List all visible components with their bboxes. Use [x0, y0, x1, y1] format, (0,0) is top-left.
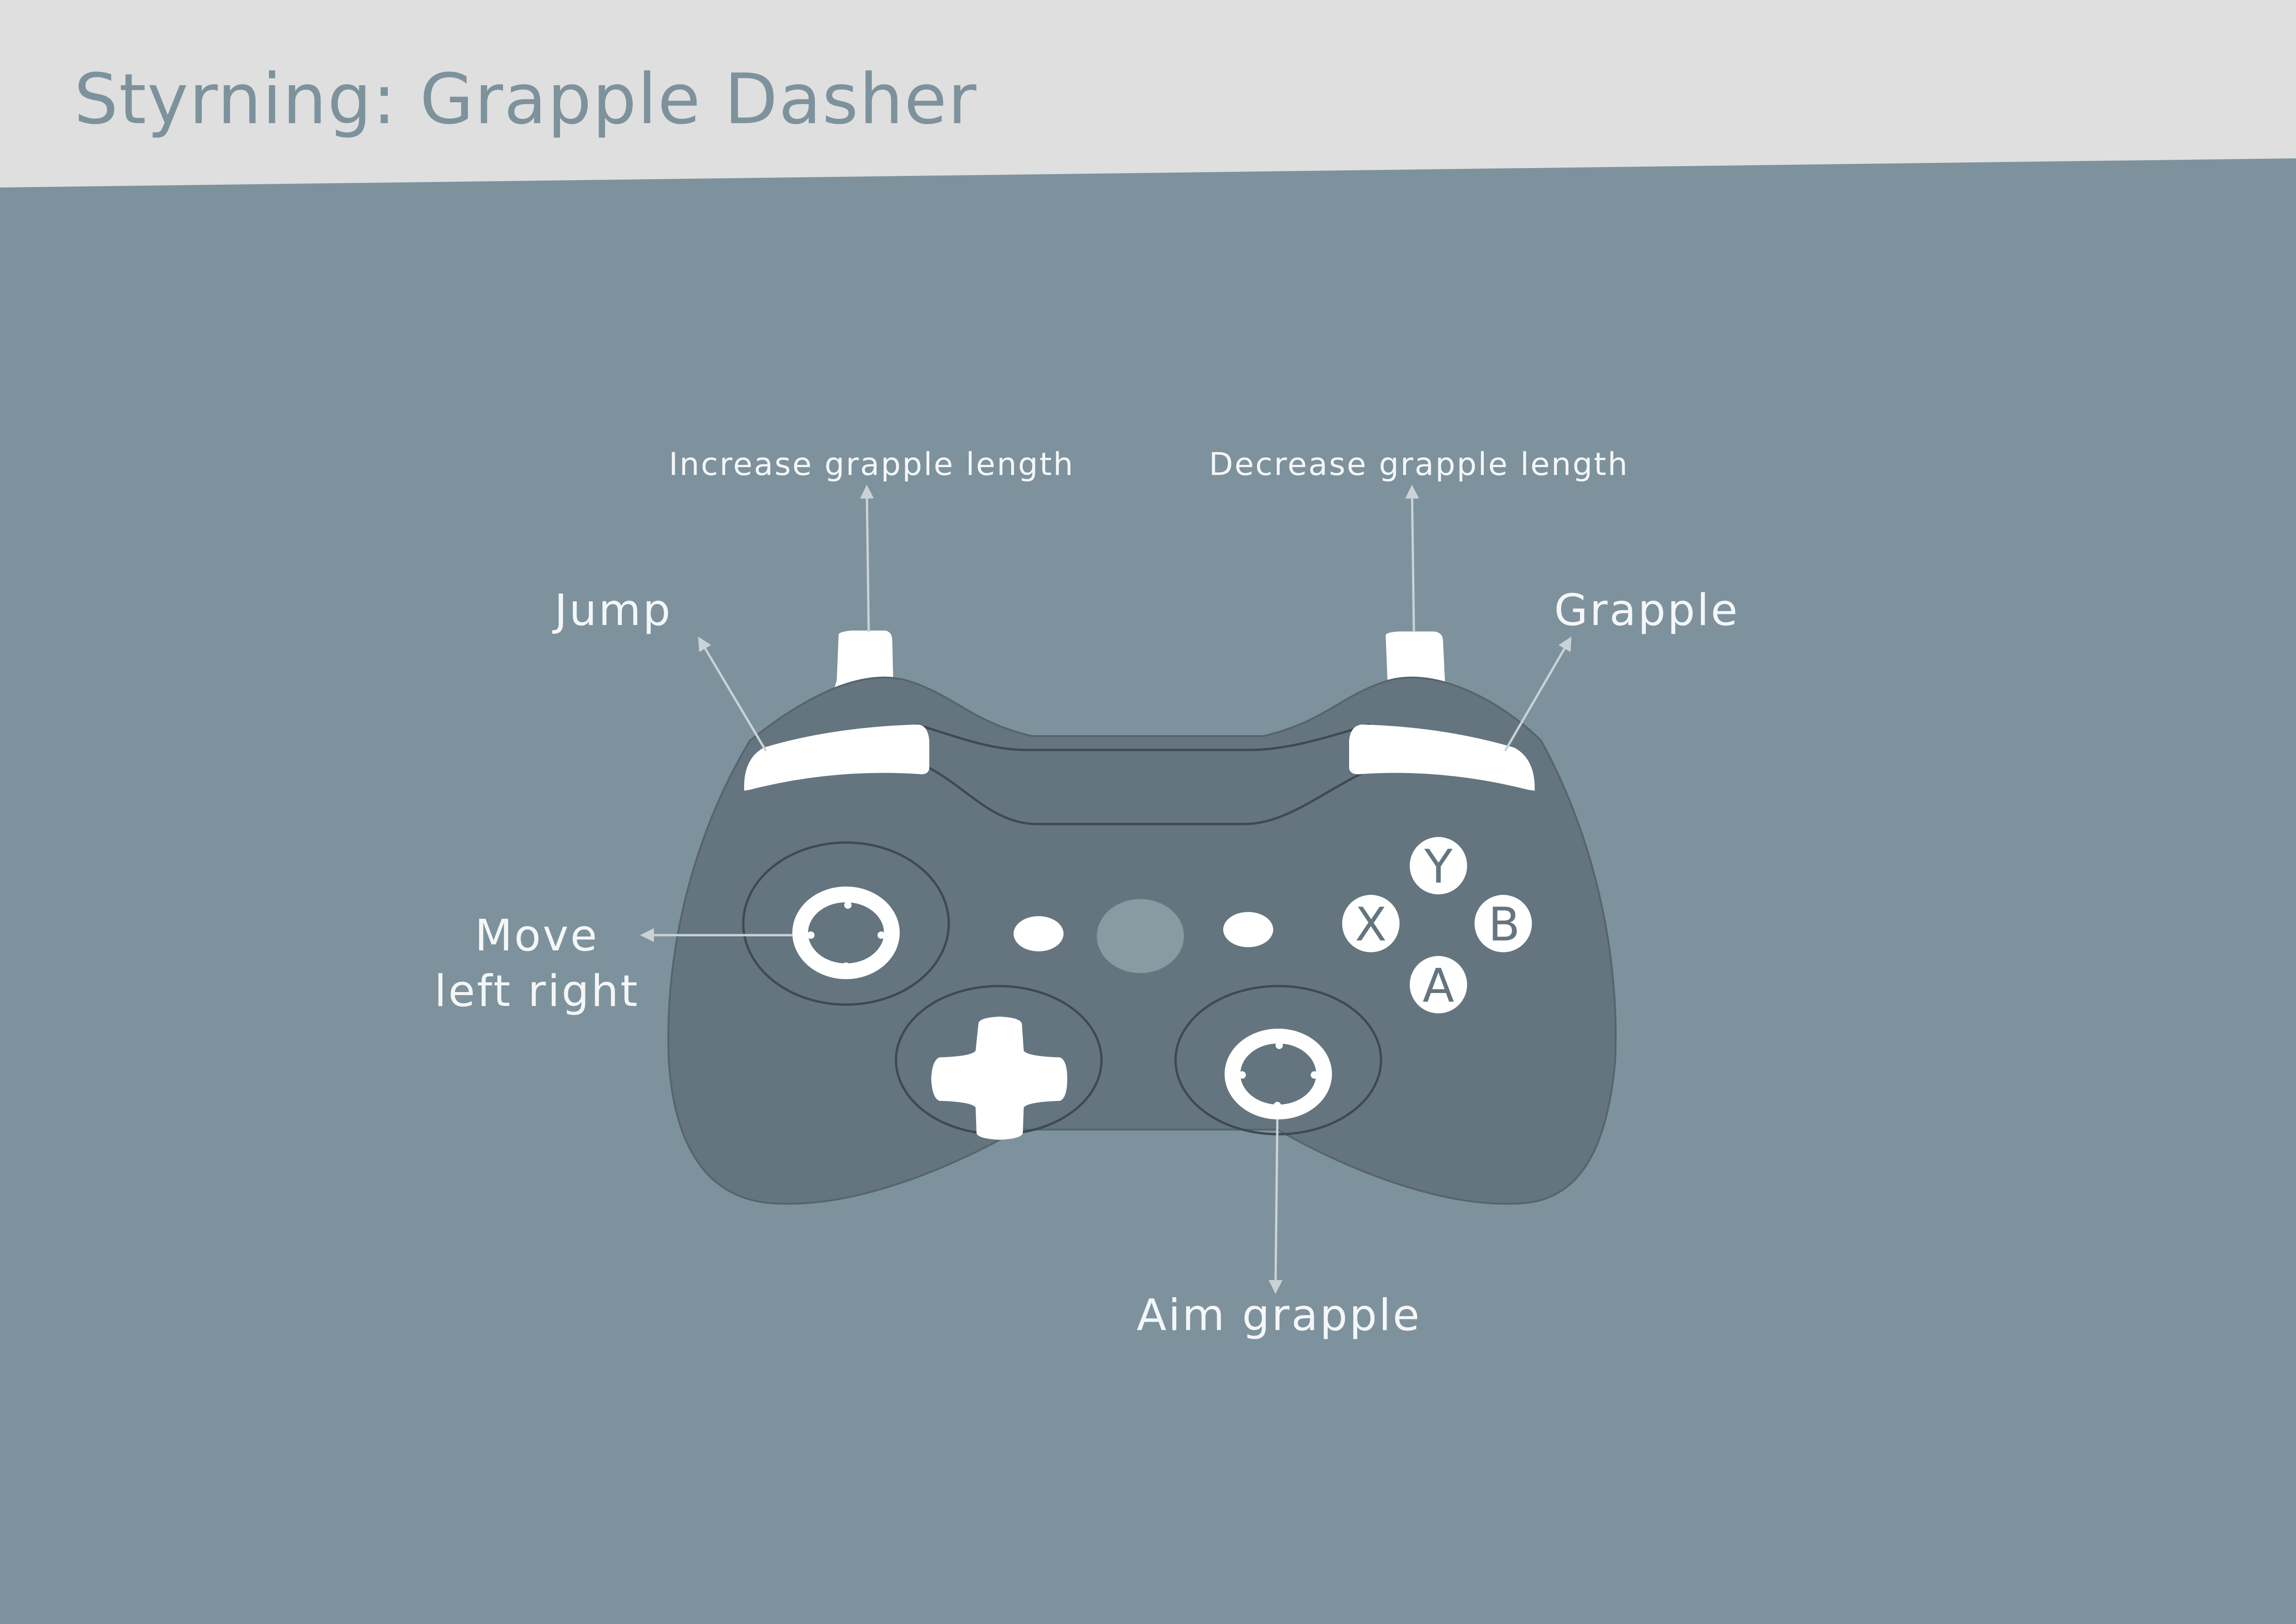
leader-left-trigger: [860, 485, 874, 632]
label-left-stick: Move left right: [430, 908, 643, 1019]
svg-text:B: B: [1488, 898, 1520, 952]
back-button[interactable]: [1014, 916, 1064, 951]
right-stick[interactable]: [1225, 1029, 1332, 1119]
label-left-trigger: Increase grapple length: [669, 446, 1075, 483]
face-button-a[interactable]: A: [1410, 956, 1467, 1013]
label-right-trigger: Decrease grapple length: [1209, 446, 1629, 483]
leader-right-bumper: [1504, 637, 1572, 752]
start-button[interactable]: [1223, 912, 1273, 947]
label-left-bumper: Jump: [554, 585, 672, 636]
face-button-x[interactable]: X: [1342, 895, 1400, 952]
face-button-b[interactable]: B: [1475, 895, 1532, 952]
label-right-stick: Aim grapple: [1137, 1290, 1422, 1341]
label-left-stick-line1: Move: [474, 911, 599, 961]
leader-right-trigger: [1405, 485, 1419, 632]
left-stick[interactable]: [792, 887, 900, 979]
left-bumper[interactable]: [744, 725, 929, 791]
left-stick-well: [742, 841, 950, 1006]
header-band: [0, 0, 2296, 187]
dpad[interactable]: [931, 1017, 1067, 1140]
label-right-bumper: Grapple: [1554, 585, 1740, 636]
center-panel-lower-outline: [920, 762, 1384, 825]
center-panel-outline: [916, 723, 1370, 751]
leader-right-stick: [1269, 1119, 1283, 1294]
svg-text:Y: Y: [1424, 840, 1453, 894]
right-bumper[interactable]: [1349, 725, 1535, 791]
svg-text:X: X: [1355, 898, 1387, 952]
guide-button[interactable]: [1097, 899, 1184, 973]
leader-left-bumper: [698, 637, 767, 752]
face-button-y[interactable]: Y: [1410, 837, 1467, 894]
svg-text:A: A: [1423, 959, 1454, 1013]
page-title: Styrning: Grapple Dasher: [74, 59, 977, 140]
label-left-stick-line2: left right: [434, 966, 640, 1017]
